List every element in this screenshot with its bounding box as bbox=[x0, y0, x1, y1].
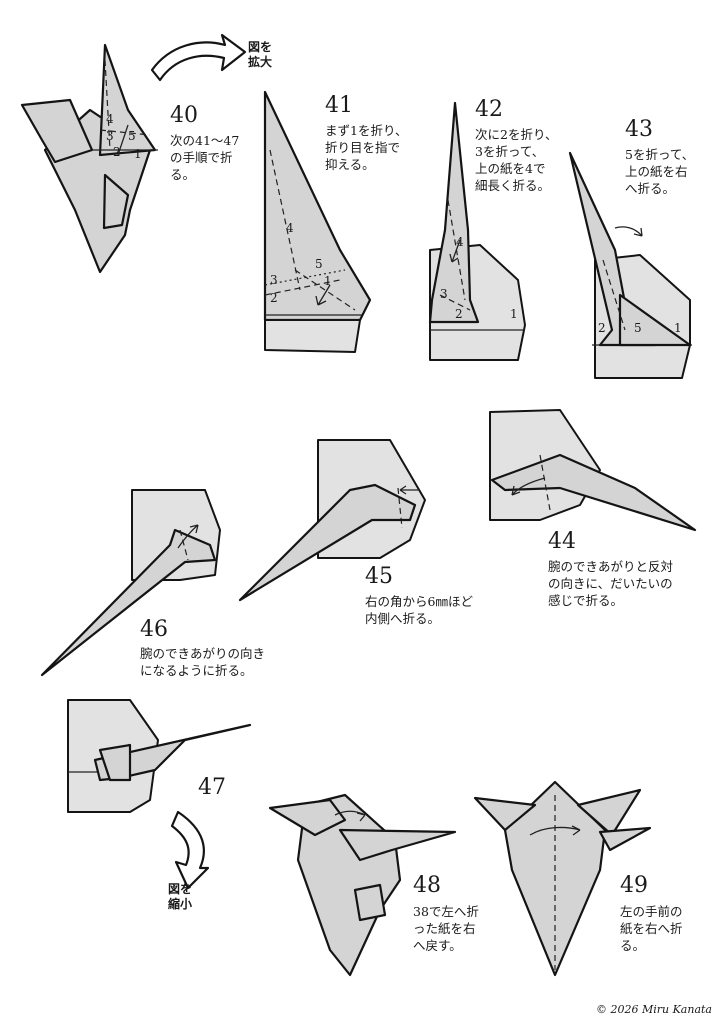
zoom-in-label: 図を 拡大 bbox=[248, 40, 273, 69]
figure-41 bbox=[263, 90, 372, 353]
fold-label-40-1: 1 bbox=[134, 147, 142, 161]
fold-label-42-3: 3 bbox=[440, 287, 448, 301]
figure-47 bbox=[67, 699, 252, 813]
figure-48 bbox=[268, 793, 457, 977]
step-42-number: 42 bbox=[475, 97, 503, 122]
zoom-in-arrow bbox=[150, 33, 247, 82]
step-40-number: 40 bbox=[170, 103, 198, 128]
fold-label-43-5: 5 bbox=[634, 321, 642, 335]
fold-label-40-4: 4 bbox=[106, 112, 114, 126]
fold-label-41-5: 5 bbox=[315, 257, 323, 271]
step-41-text: まず1を折り、 折り目を指で 抑える。 bbox=[325, 123, 408, 172]
step-48-text: 38で左へ折 った紙を右 へ戻す。 bbox=[413, 904, 479, 953]
step-43-text: 5を折って、 上の紙を右 へ折る。 bbox=[625, 147, 695, 196]
step-42-text: 次に2を折り、 3を折って、 上の紙を4で 細長く折る。 bbox=[475, 127, 558, 193]
fold-label-41-1: 1 bbox=[324, 274, 332, 288]
fold-label-41-2: 2 bbox=[270, 291, 278, 305]
zoom-out-label: 図を 縮小 bbox=[168, 882, 193, 911]
step-49-number: 49 bbox=[620, 873, 648, 898]
copyright: © 2026 Miru Kanata bbox=[595, 1003, 712, 1016]
step-43-number: 43 bbox=[625, 117, 653, 142]
fold-label-40-2: 2 bbox=[113, 145, 121, 159]
zoom-out-arrow bbox=[170, 810, 210, 890]
step-45-text: 右の角から6㎜ほど 内側へ折る。 bbox=[365, 594, 473, 626]
step-46-number: 46 bbox=[140, 617, 168, 642]
step-41-number: 41 bbox=[325, 93, 353, 118]
figure-45 bbox=[238, 439, 426, 602]
figure-49 bbox=[473, 780, 652, 977]
figure-40 bbox=[20, 43, 158, 274]
step-48-number: 48 bbox=[413, 873, 441, 898]
figure-44 bbox=[489, 409, 697, 532]
fold-label-43-2: 2 bbox=[598, 321, 606, 335]
figure-46 bbox=[40, 489, 221, 677]
step-46-text: 腕のできあがりの向き になるように折る。 bbox=[140, 646, 266, 678]
fold-label-41-3: 3 bbox=[270, 273, 278, 287]
fold-label-41-4: 4 bbox=[286, 221, 294, 235]
fold-label-40-3: 3 bbox=[106, 129, 114, 143]
step-44-text: 腕のできあがりと反対 の向きに、だいたいの 感じで折る。 bbox=[548, 559, 674, 608]
step-45-number: 45 bbox=[365, 564, 393, 589]
figure-42 bbox=[428, 101, 526, 361]
step-47-number: 47 bbox=[198, 775, 226, 800]
fold-label-40-5: 5 bbox=[128, 129, 136, 143]
fold-label-42-2: 2 bbox=[455, 307, 463, 321]
fold-label-42-1: 1 bbox=[510, 307, 518, 321]
step-44-number: 44 bbox=[548, 529, 576, 554]
fold-label-43-1: 1 bbox=[674, 321, 682, 335]
step-40-text: 次の41〜47 の手順で折 る。 bbox=[170, 133, 240, 182]
step-49-text: 左の手前の 紙を右へ折 る。 bbox=[620, 904, 683, 953]
fold-label-42-4: 4 bbox=[456, 235, 464, 249]
figure-43 bbox=[568, 151, 692, 379]
